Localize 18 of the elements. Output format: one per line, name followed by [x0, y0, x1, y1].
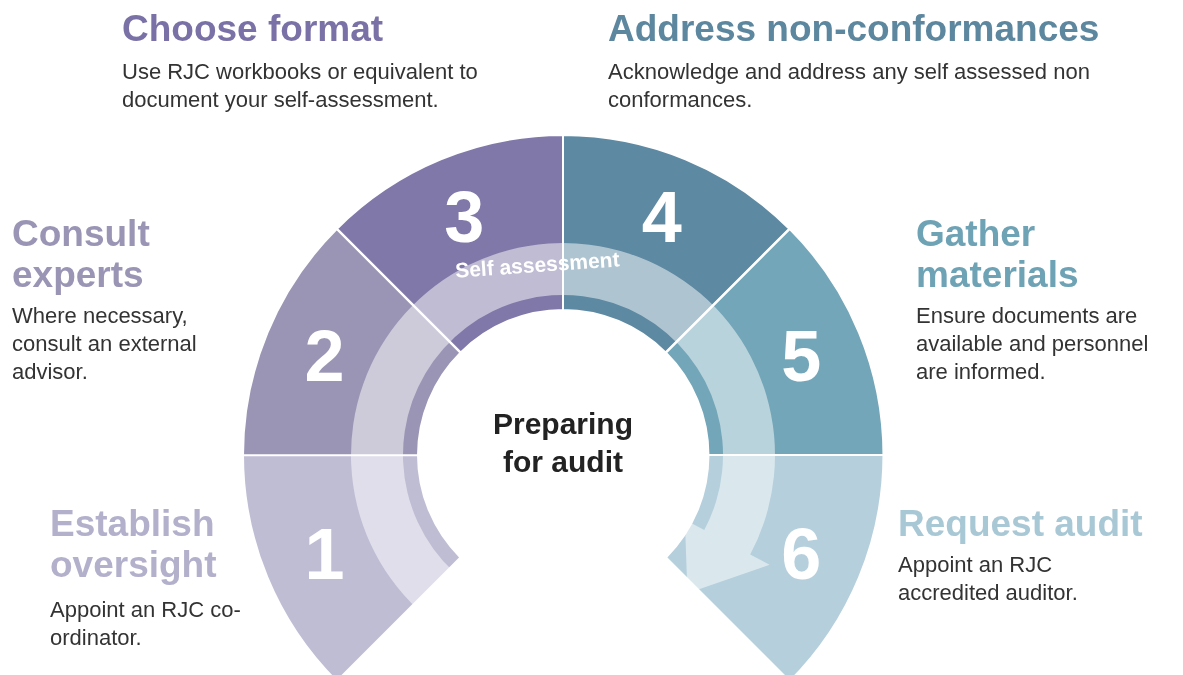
- step-number: 6: [780, 517, 823, 590]
- step-heading: Request audit: [898, 503, 1144, 544]
- step-description: Use RJC workbooks or equivalent to document your self-assessment.: [122, 58, 479, 114]
- step-description: Appoint an RJC accredited auditor.: [898, 551, 1079, 607]
- step-description: Ensure documents are available and personnel are informed.: [916, 302, 1150, 386]
- step-heading: Consult experts: [12, 213, 151, 295]
- step-heading: Gather materials: [916, 213, 1080, 295]
- center-title: Preparing for audit: [491, 406, 634, 480]
- step-description: Appoint an RJC co-ordinator.: [50, 596, 242, 652]
- step-description: Where necessary, consult an external advisor.: [12, 302, 198, 386]
- step-heading: Address non-conformances: [608, 8, 1101, 49]
- step-number: 4: [640, 180, 683, 253]
- step-heading: Choose format: [122, 8, 385, 49]
- step-description: Acknowledge and address any self assessed non conformances.: [608, 58, 1091, 114]
- step-heading: Establish oversight: [50, 503, 218, 585]
- step-number: 5: [780, 320, 823, 393]
- step-number: 1: [303, 517, 346, 590]
- step-number: 2: [303, 320, 346, 393]
